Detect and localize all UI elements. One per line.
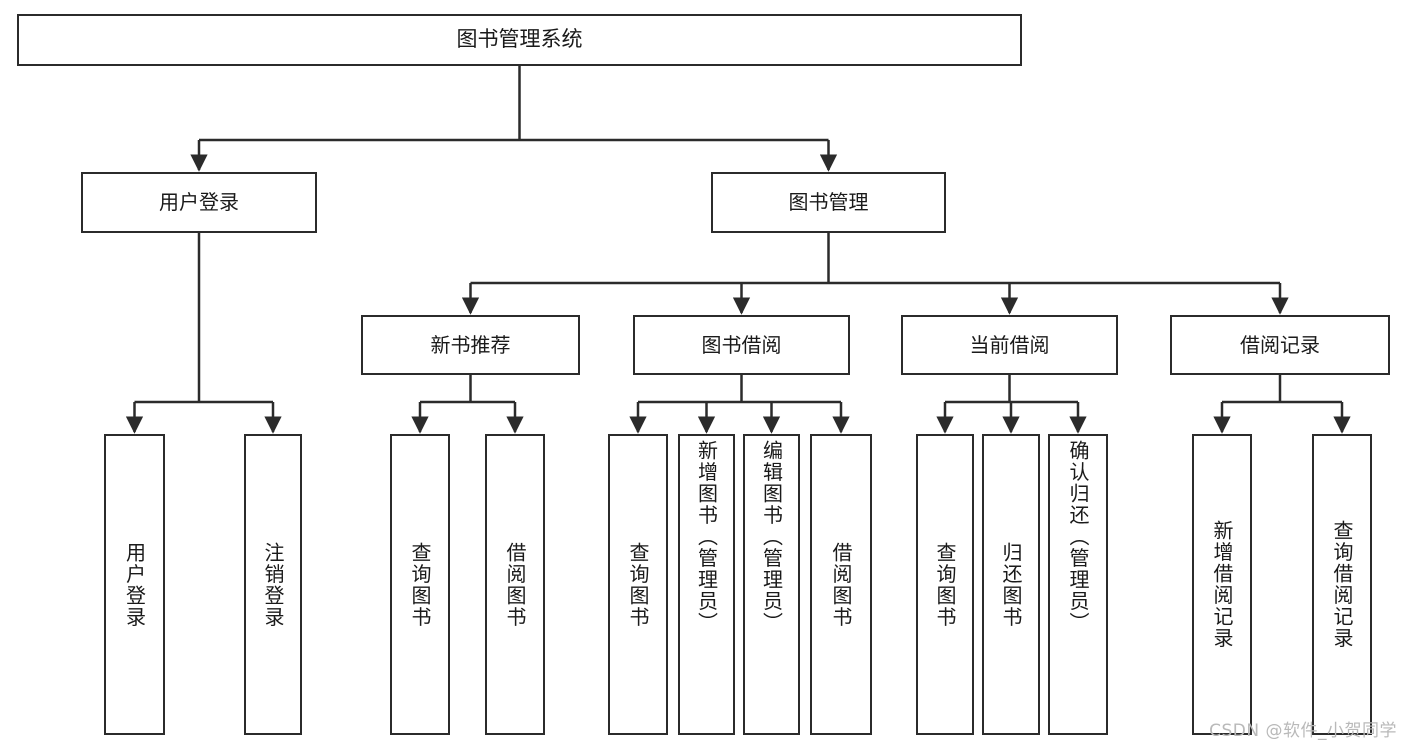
node-bookmgmt[interactable]: 图书管理 (711, 172, 946, 233)
node-leaf1[interactable]: 用户登录 (104, 434, 165, 735)
node-label: 查询图书 (626, 541, 650, 628)
node-label: 图书借阅 (701, 332, 782, 357)
node-records[interactable]: 借阅记录 (1170, 315, 1390, 375)
node-root[interactable]: 图书管理系统 (17, 14, 1022, 66)
node-login[interactable]: 用户登录 (81, 172, 317, 233)
node-label: 新书推荐 (430, 332, 511, 357)
node-label: 用户登录 (159, 190, 239, 215)
node-leaf5[interactable]: 查询图书 (608, 434, 668, 735)
node-label: 新增借阅记录 (1210, 520, 1234, 649)
node-label: 借阅图书 (503, 541, 527, 628)
node-label: 查询借阅记录 (1330, 520, 1354, 649)
node-label: 注销登录 (261, 541, 285, 628)
node-newrec[interactable]: 新书推荐 (361, 315, 580, 375)
node-leaf10[interactable]: 归还图书 (982, 434, 1040, 735)
node-label: 查询图书 (408, 541, 432, 628)
node-leaf2[interactable]: 注销登录 (244, 434, 302, 735)
node-leaf4[interactable]: 借阅图书 (485, 434, 545, 735)
node-label: 用户登录 (122, 541, 147, 628)
node-leaf12[interactable]: 新增借阅记录 (1192, 434, 1252, 735)
node-leaf13[interactable]: 查询借阅记录 (1312, 434, 1372, 735)
node-label: 编辑图书（管理员） (759, 440, 784, 634)
node-label: 图书管理系统 (456, 27, 583, 52)
node-leaf11[interactable]: 确认归还（管理员） (1048, 434, 1108, 735)
node-leaf9[interactable]: 查询图书 (916, 434, 974, 735)
node-leaf7[interactable]: 编辑图书（管理员） (743, 434, 800, 735)
node-current[interactable]: 当前借阅 (901, 315, 1118, 375)
node-leaf6[interactable]: 新增图书（管理员） (678, 434, 735, 735)
node-leaf8[interactable]: 借阅图书 (810, 434, 872, 735)
node-label: 查询图书 (933, 541, 957, 628)
watermark-text: CSDN @软件_小贺同学 (1209, 721, 1397, 741)
node-label: 图书管理 (788, 190, 869, 215)
node-label: 新增图书（管理员） (694, 440, 719, 634)
node-leaf3[interactable]: 查询图书 (390, 434, 450, 735)
node-borrow[interactable]: 图书借阅 (633, 315, 850, 375)
node-label: 借阅图书 (829, 541, 853, 628)
node-label: 借阅记录 (1240, 332, 1320, 357)
node-label: 确认归还（管理员） (1066, 440, 1090, 634)
node-label: 当前借阅 (969, 332, 1050, 357)
node-label: 归还图书 (999, 541, 1023, 628)
